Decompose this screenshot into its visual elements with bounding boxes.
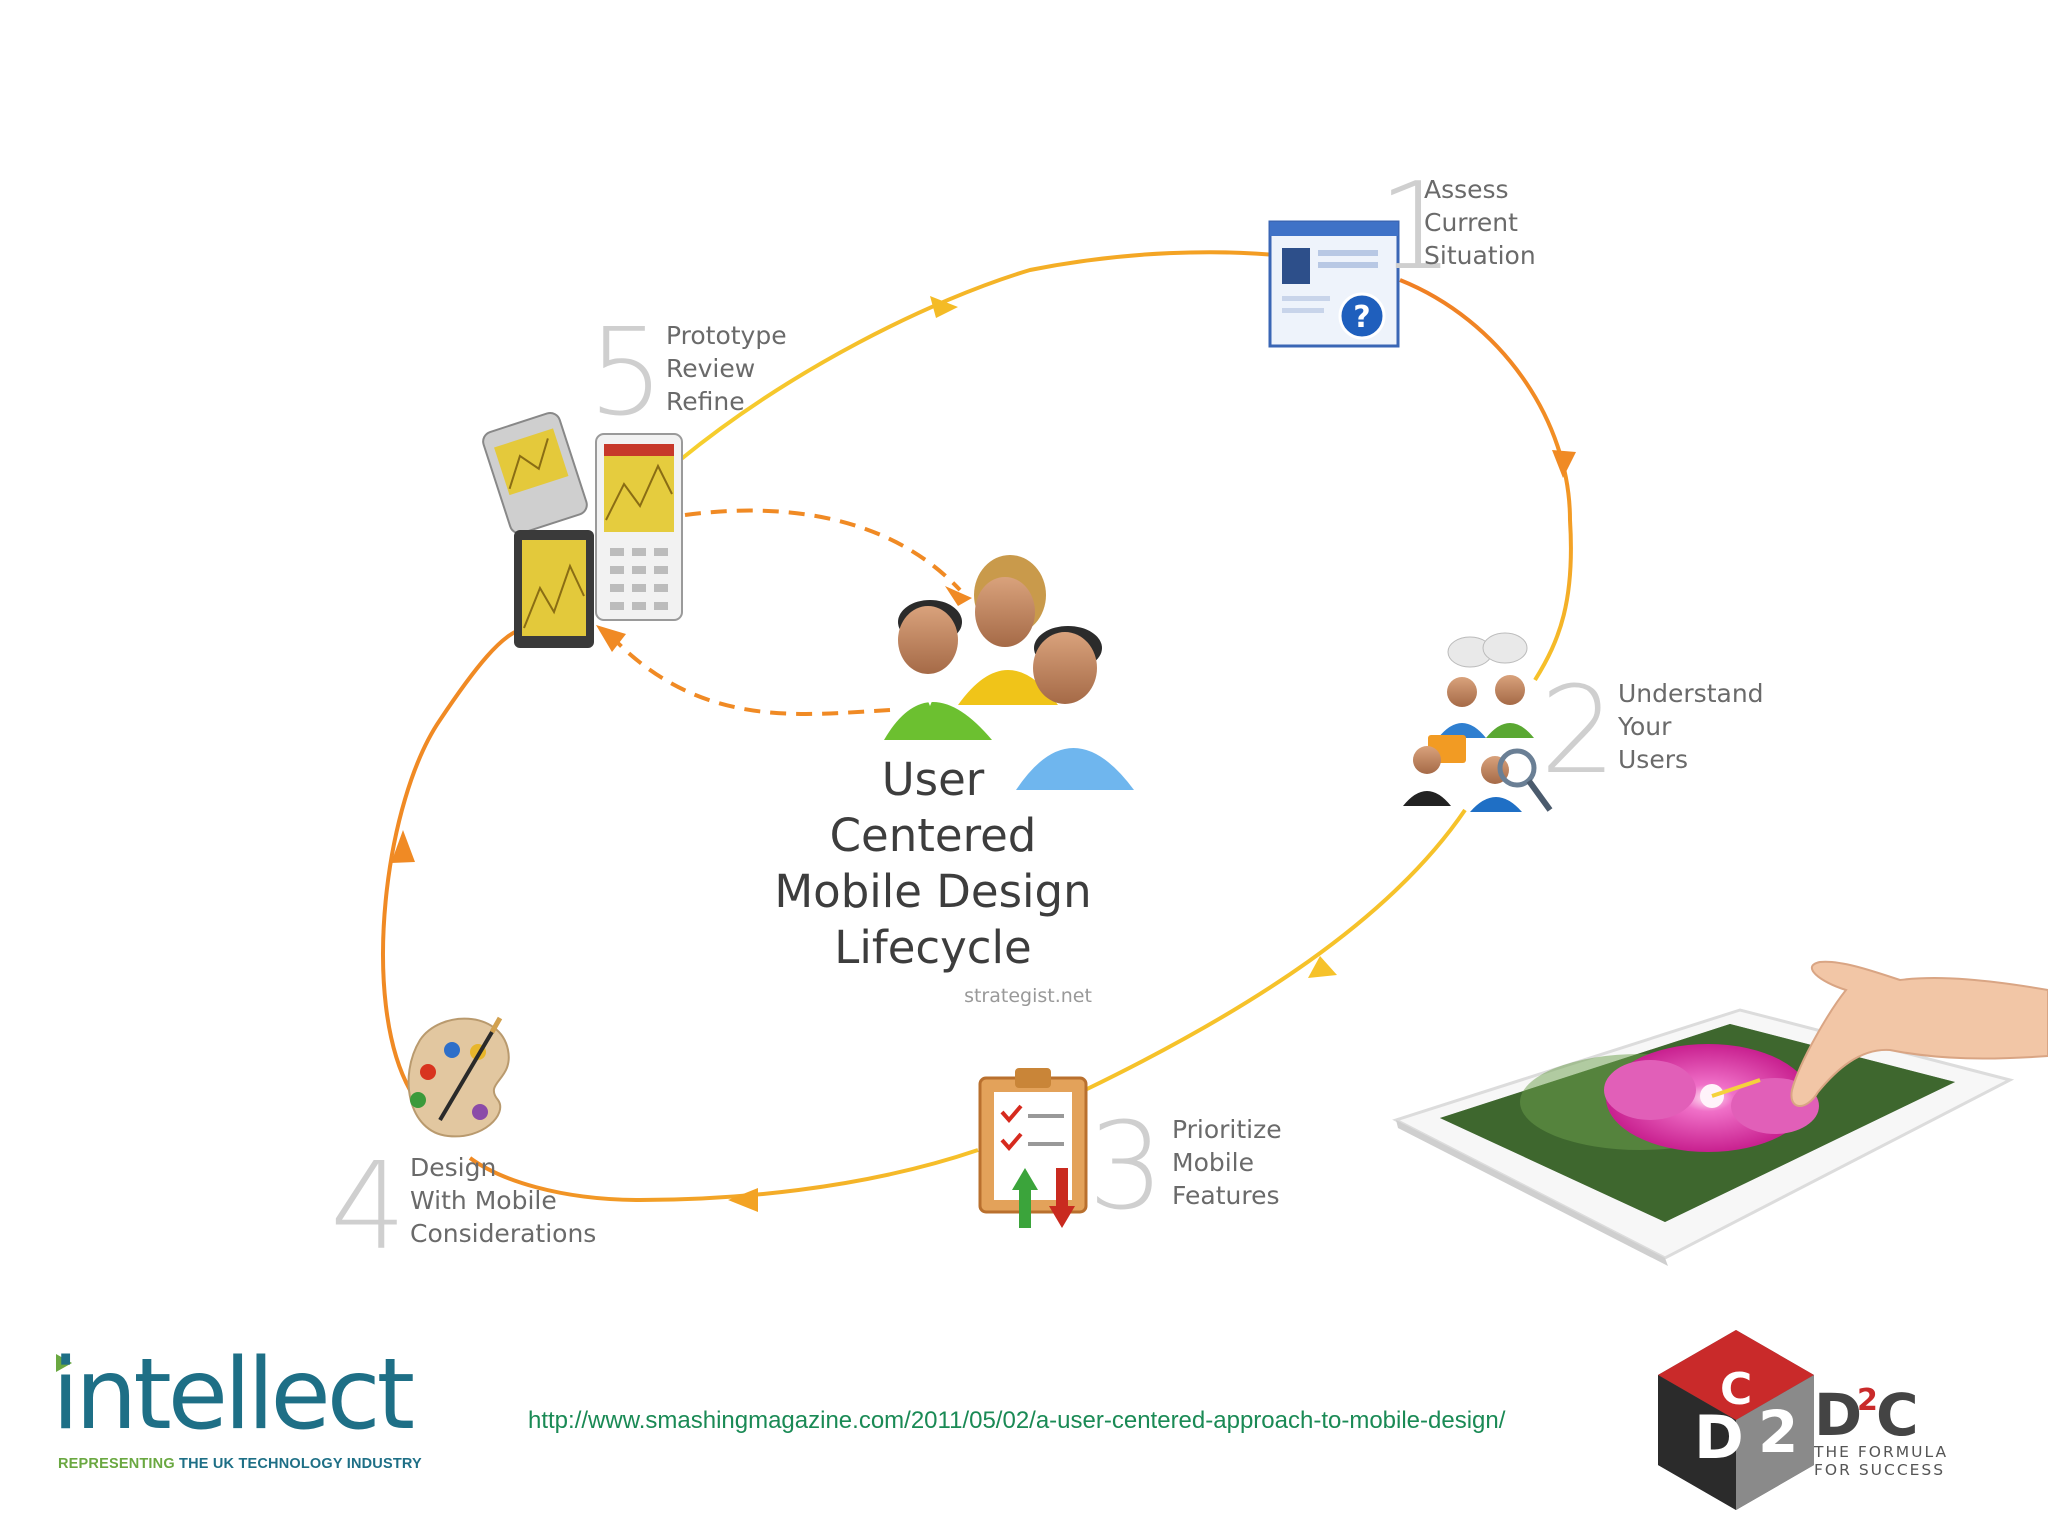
- step-label-line: Prototype: [666, 321, 787, 350]
- cube-letter: D: [1694, 1403, 1744, 1473]
- user-group-icon: [884, 555, 1134, 790]
- step-prototype: 5 Prototype Review Refine: [482, 304, 787, 648]
- logo-triangle-icon: [56, 1354, 72, 1372]
- svg-text:?: ?: [1353, 300, 1370, 335]
- intellect-wordmark: intellect: [52, 1338, 415, 1452]
- arrowhead-dashed-out: [596, 625, 626, 652]
- loop-arrowheads: [391, 296, 1576, 1212]
- step-number-4: 4: [330, 1138, 406, 1277]
- d2c-logo[interactable]: D 2 C D 2 C THE FORMULA FOR SUCCESS: [1646, 1330, 1986, 1510]
- d2c-letter-c: C: [1876, 1381, 1919, 1449]
- step-label-line: Assess: [1424, 175, 1509, 204]
- arrowhead-left: [391, 830, 415, 863]
- step-number-3: 3: [1088, 1098, 1164, 1237]
- step-label-line: Understand: [1618, 679, 1764, 708]
- tagline-blue: THE UK TECHNOLOGY INDUSTRY: [179, 1456, 422, 1472]
- d2c-cube-icon: D 2 C: [1658, 1330, 1814, 1510]
- step-design: 4 Design With Mobile Considerations: [330, 1016, 596, 1277]
- step-label-line: Refine: [666, 387, 745, 416]
- cube-letter: 2: [1758, 1398, 1798, 1466]
- d2c-tagline-line: FOR SUCCESS: [1814, 1461, 1945, 1479]
- tablet-flower-photo: [1392, 960, 2048, 1266]
- d2c-tagline-line: THE FORMULA: [1813, 1443, 1948, 1461]
- step-number-5: 5: [588, 304, 664, 443]
- loop-arc-1-to-2: [1399, 278, 1573, 682]
- credit-text: strategist.net: [964, 985, 1092, 1007]
- step-label-line: Features: [1172, 1181, 1280, 1210]
- step-prioritize: 3 Prioritize Mobile Features: [978, 1068, 1282, 1237]
- step-label-line: Mobile: [1172, 1148, 1254, 1177]
- loop-arc-2-to-3: [1084, 808, 1467, 1092]
- step-label-line: Design: [410, 1153, 496, 1182]
- arrowhead-bottom: [728, 1188, 758, 1212]
- arrowhead-right: [1552, 450, 1576, 478]
- step-label-line: Prioritize: [1172, 1115, 1282, 1144]
- loop-arc-5-to-1: [678, 250, 1276, 462]
- step-understand: 2 Understand Your Users: [1403, 632, 1764, 812]
- lifecycle-loop: [381, 250, 1573, 1203]
- d2c-letter-d: D: [1814, 1381, 1862, 1449]
- step-label-line: Current: [1424, 208, 1518, 237]
- cube-letter: C: [1720, 1364, 1752, 1415]
- clipboard-checklist-icon: [978, 1068, 1088, 1228]
- center-title: User Centered Mobile Design Lifecycle st…: [774, 753, 1092, 1007]
- step-label-line: Considerations: [410, 1219, 596, 1248]
- phone-prototypes-icon: [482, 411, 683, 648]
- browser-question-icon: ?: [1268, 220, 1400, 348]
- step-label-line: Review: [666, 354, 755, 383]
- loop-arc-4-to-5: [381, 630, 516, 1091]
- intellect-logo[interactable]: [52, 1340, 472, 1480]
- step-label-line: With Mobile: [410, 1186, 557, 1215]
- center-title-line: Centered: [830, 809, 1037, 862]
- center-title-line: Mobile Design: [774, 865, 1091, 918]
- dashed-arrow-to-users: [684, 508, 962, 592]
- step-assess: ? 1 Assess Current Situation: [1268, 158, 1536, 348]
- tagline-green: REPRESENTING: [58, 1456, 175, 1472]
- dashed-arrow-from-users: [608, 633, 891, 716]
- center-title-line: User: [882, 753, 985, 806]
- intellect-tagline: REPRESENTING THE UK TECHNOLOGY INDUSTRY: [58, 1456, 422, 1472]
- center-title-line: Lifecycle: [834, 921, 1031, 974]
- loop-arc-3-to-4: [468, 1148, 979, 1203]
- arrowhead-top: [930, 296, 958, 318]
- step-number-2: 2: [1540, 662, 1616, 801]
- source-url-link[interactable]: http://www.smashingmagazine.com/2011/05/…: [528, 1407, 1506, 1434]
- paint-palette-icon: [407, 1016, 510, 1138]
- d2c-letter-2: 2: [1857, 1383, 1878, 1418]
- step-label-line: Users: [1618, 745, 1688, 774]
- arrowhead-lower-right: [1308, 956, 1337, 978]
- arrowhead-dashed-in: [945, 586, 972, 606]
- users-magnifier-icon: [1403, 632, 1553, 812]
- step-label-line: Situation: [1424, 241, 1536, 270]
- step-number-1: 1: [1378, 158, 1454, 297]
- step-label-line: Your: [1617, 712, 1672, 741]
